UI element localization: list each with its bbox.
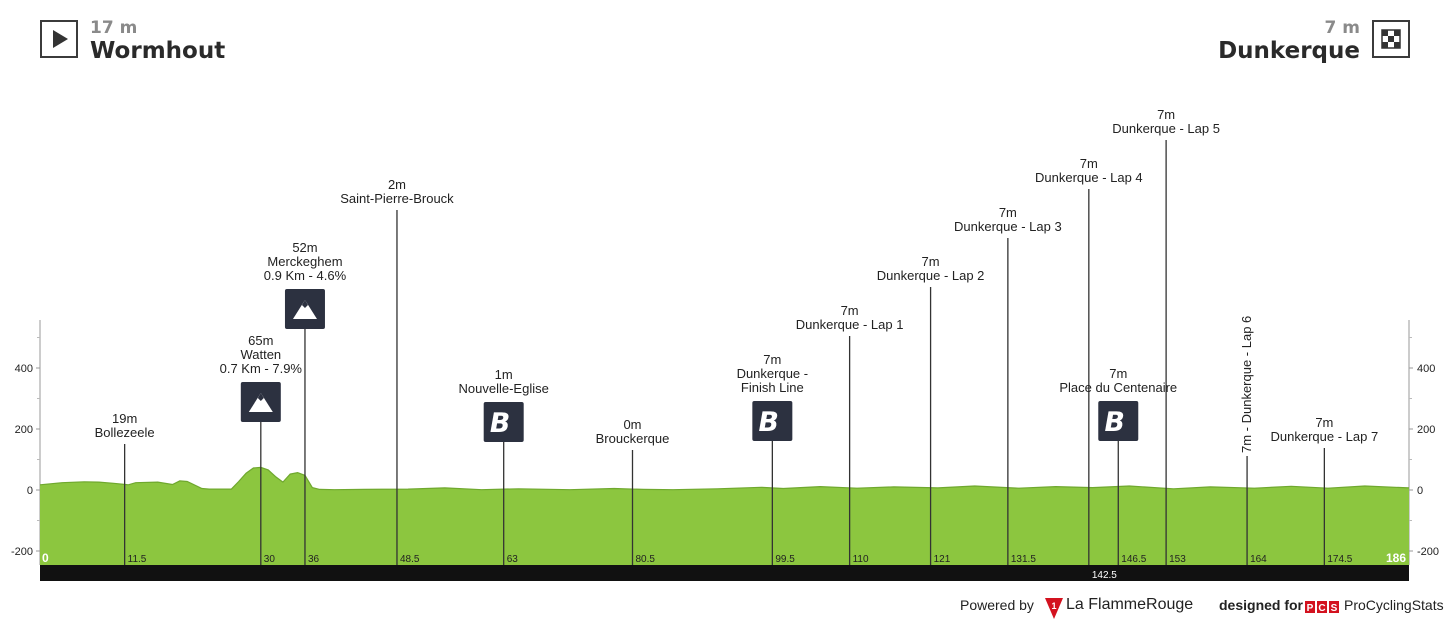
waypoint-altitude: 7m	[1315, 415, 1333, 430]
km-label-start: 0	[42, 551, 49, 565]
start-city: Wormhout	[90, 38, 226, 64]
profile-area	[40, 467, 1409, 565]
km-label: 142.5	[1092, 570, 1117, 581]
km-label: 146.5	[1121, 554, 1146, 565]
y-tick-label-left: 0	[27, 485, 33, 497]
km-label: 99.5	[775, 554, 795, 565]
waypoint-name: Watten	[240, 347, 281, 362]
y-tick-label-right: 200	[1417, 424, 1435, 436]
waypoint-name: Brouckerque	[596, 431, 670, 446]
y-tick-label-right: 0	[1417, 485, 1423, 497]
waypoint-altitude: 7m	[763, 352, 781, 367]
waypoint-altitude: 7m	[922, 254, 940, 269]
waypoint-name: Dunkerque - Lap 2	[877, 268, 985, 283]
distance-bar	[40, 565, 1409, 581]
waypoint-name: Dunkerque - Lap 1	[796, 317, 904, 332]
waypoint-name: Dunkerque - Lap 5	[1112, 121, 1220, 136]
waypoint-label: 7m - Dunkerque - Lap 6	[1239, 316, 1254, 453]
km-label: 121	[934, 554, 951, 565]
waypoint-altitude: 7m	[841, 303, 859, 318]
km-label: 11.5	[128, 554, 147, 565]
waypoint-altitude: 19m	[112, 411, 137, 426]
y-tick-label-right: -200	[1417, 546, 1439, 558]
waypoint-altitude: 7m	[1080, 156, 1098, 171]
flamme-rouge-logo-text[interactable]: La FlammeRouge	[1066, 596, 1194, 613]
y-tick-label-left: 200	[15, 424, 33, 436]
waypoint-climb-stats: 0.9 Km - 4.6%	[264, 268, 347, 283]
procyclingstats-name[interactable]: ProCyclingStats	[1344, 597, 1444, 613]
km-label: 63	[507, 554, 519, 565]
waypoint-name: Dunkerque - Lap 4	[1035, 170, 1143, 185]
waypoint-name: Bollezeele	[95, 425, 155, 440]
flamme-rouge-logo-icon[interactable]: 1	[1044, 596, 1064, 623]
y-tick-label-left: 400	[15, 363, 33, 375]
svg-text:S: S	[1331, 603, 1338, 613]
waypoint-name: Dunkerque - Lap 7	[1271, 429, 1379, 444]
km-label: 110	[853, 554, 869, 565]
waypoint-name: Saint-Pierre-Brouck	[340, 191, 454, 206]
svg-text:P: P	[1307, 603, 1314, 613]
km-label: 131.5	[1011, 554, 1036, 565]
waypoint-name: Dunkerque -	[737, 366, 809, 381]
bonus-sprint-icon: B	[483, 402, 524, 442]
y-tick-label-right: 400	[1417, 363, 1435, 375]
km-label: 153	[1169, 554, 1186, 565]
waypoint-name: Place du Centenaire	[1059, 380, 1177, 395]
waypoint-altitude: 7m	[999, 205, 1017, 220]
waypoint-altitude: 0m	[623, 417, 641, 432]
finish-altitude: 7 m	[1324, 18, 1360, 38]
profile-outline	[39, 466, 1410, 491]
y-tick-label-left: -200	[11, 546, 33, 558]
waypoint-altitude: 65m	[248, 333, 273, 348]
checkered-flag-icon	[1372, 20, 1410, 58]
designed-for-text: designed for	[1219, 597, 1304, 613]
waypoint-name: Merckeghem	[267, 254, 342, 269]
pcs-logo-icon[interactable]: P C S	[1305, 600, 1339, 616]
waypoint-name: Nouvelle-Eglise	[459, 381, 549, 396]
km-label: 48.5	[400, 554, 420, 565]
svg-text:C: C	[1318, 603, 1325, 613]
bonus-sprint-icon: B	[752, 401, 793, 441]
waypoint-altitude: 1m	[495, 367, 513, 382]
waypoint-climb-stats: 0.7 Km - 7.9%	[220, 361, 303, 376]
waypoint-name-line2: Finish Line	[741, 380, 804, 395]
finish-city: Dunkerque	[1218, 38, 1360, 64]
waypoint-14: 7m - Dunkerque - Lap 6	[1239, 316, 1254, 565]
waypoint-altitude: 7m	[1157, 107, 1175, 122]
play-flag-icon	[40, 20, 78, 58]
start-altitude: 17 m	[90, 18, 138, 38]
waypoint-name: Dunkerque - Lap 3	[954, 219, 1062, 234]
km-label: 174.5	[1327, 554, 1352, 565]
km-label-end: 186	[1386, 551, 1406, 565]
waypoint-altitude: 7m	[1109, 366, 1127, 381]
km-label: 164	[1250, 554, 1267, 565]
svg-text:1: 1	[1051, 601, 1056, 611]
waypoint-altitude: 2m	[388, 177, 406, 192]
km-label: 80.5	[635, 554, 655, 565]
km-label: 30	[264, 554, 276, 565]
powered-by-text: Powered by	[960, 597, 1034, 613]
bonus-sprint-icon: B	[1098, 401, 1139, 441]
waypoint-altitude: 52m	[292, 240, 317, 255]
mountain-icon	[284, 289, 325, 329]
mountain-icon	[240, 382, 281, 422]
km-label: 36	[308, 554, 320, 565]
